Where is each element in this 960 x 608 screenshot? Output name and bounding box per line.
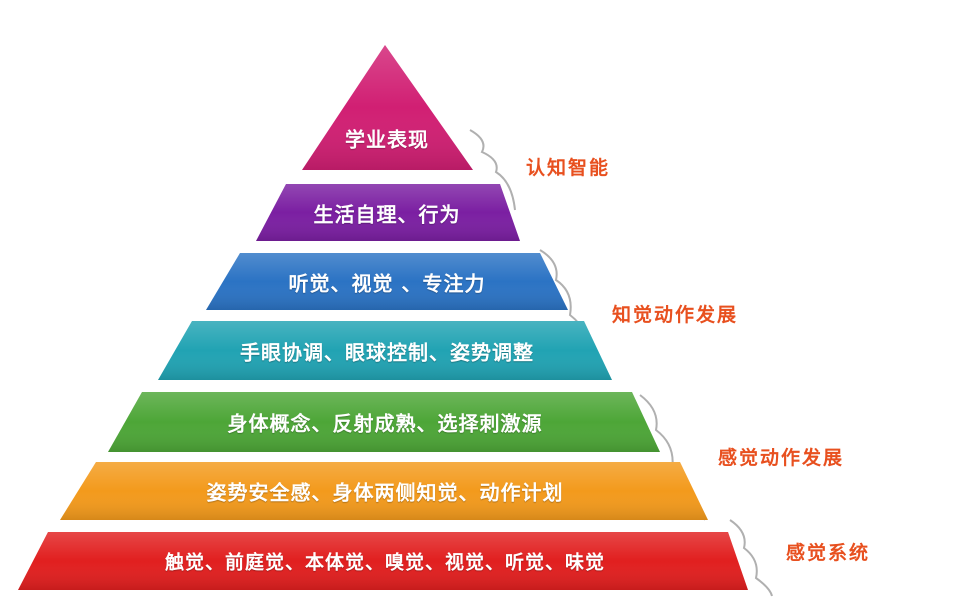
group-label-cognitive: 认知智能	[526, 157, 611, 179]
group-label-perceptual-motor: 知觉动作发展	[612, 304, 739, 326]
tier-label-attention: 听觉、视觉 、专注力	[288, 271, 486, 296]
bracket-sensory-system	[729, 519, 773, 597]
group-label-sensory-motor: 感觉动作发展	[718, 447, 845, 469]
tier-label-coordination: 手眼协调、眼球控制、姿势调整	[240, 340, 534, 365]
tier-label-posture: 姿势安全感、身体两侧知觉、动作计划	[206, 480, 564, 505]
tier-label-self-care: 生活自理、行为	[313, 202, 461, 227]
tier-label-body-concept: 身体概念、反射成熟、选择刺激源	[227, 411, 543, 436]
bracket-cognitive	[469, 129, 516, 211]
tier-label-senses: 触觉、前庭觉、本体觉、嗅觉、视觉、听觉、味觉	[164, 551, 606, 574]
group-label-sensory-system: 感觉系统	[786, 542, 871, 564]
tier-label-academic: 学业表现	[345, 127, 429, 152]
